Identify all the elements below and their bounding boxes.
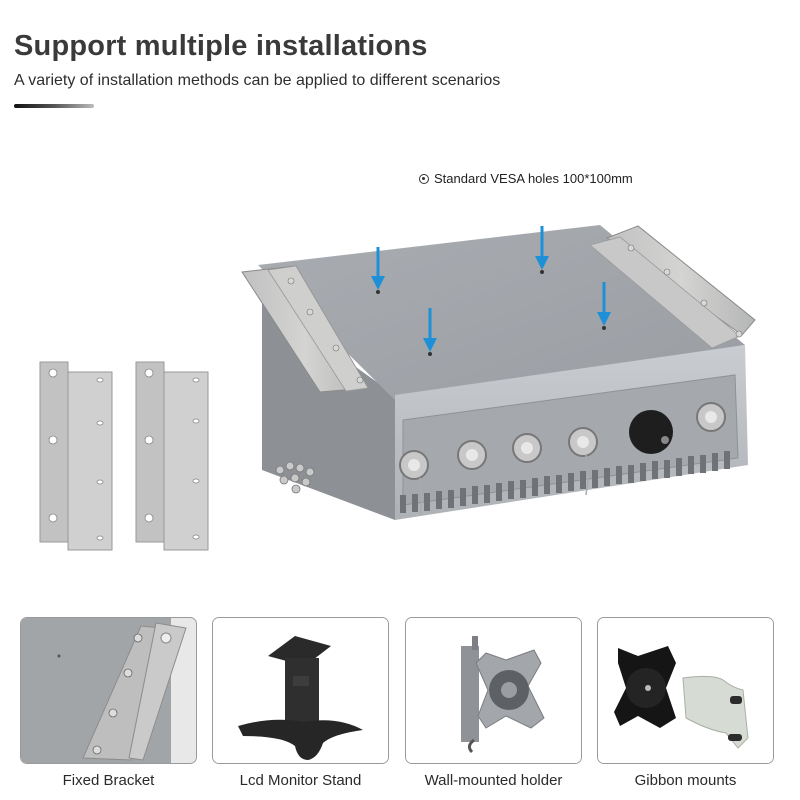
page-title: Support multiple installations bbox=[14, 30, 428, 62]
product-hero-image bbox=[39, 225, 756, 551]
wall-mount-image bbox=[406, 618, 581, 763]
monitor-stand-image bbox=[213, 618, 388, 763]
vesa-callout: Standard VESA holes 100*100mm bbox=[419, 171, 633, 186]
monitor-stand-label: Lcd Monitor Stand bbox=[239, 772, 362, 789]
target-dot-icon bbox=[419, 173, 429, 184]
page-subtitle: A variety of installation methods can be… bbox=[14, 72, 501, 89]
gibbon-mount-label: Gibbon mounts bbox=[634, 772, 737, 789]
wall-mount-label: Wall-mounted holder bbox=[424, 772, 563, 789]
title-underline bbox=[14, 104, 94, 108]
vesa-callout-text: Standard VESA holes 100*100mm bbox=[434, 171, 633, 186]
gibbon-mount-card[interactable] bbox=[597, 617, 774, 764]
wall-mount-card[interactable] bbox=[405, 617, 582, 764]
gibbon-mount-image bbox=[598, 618, 773, 763]
monitor-stand-card[interactable] bbox=[212, 617, 389, 764]
fixed-bracket-card[interactable] bbox=[20, 617, 197, 764]
fixed-bracket-label: Fixed Bracket bbox=[62, 772, 155, 789]
fixed-bracket-image bbox=[21, 618, 196, 763]
